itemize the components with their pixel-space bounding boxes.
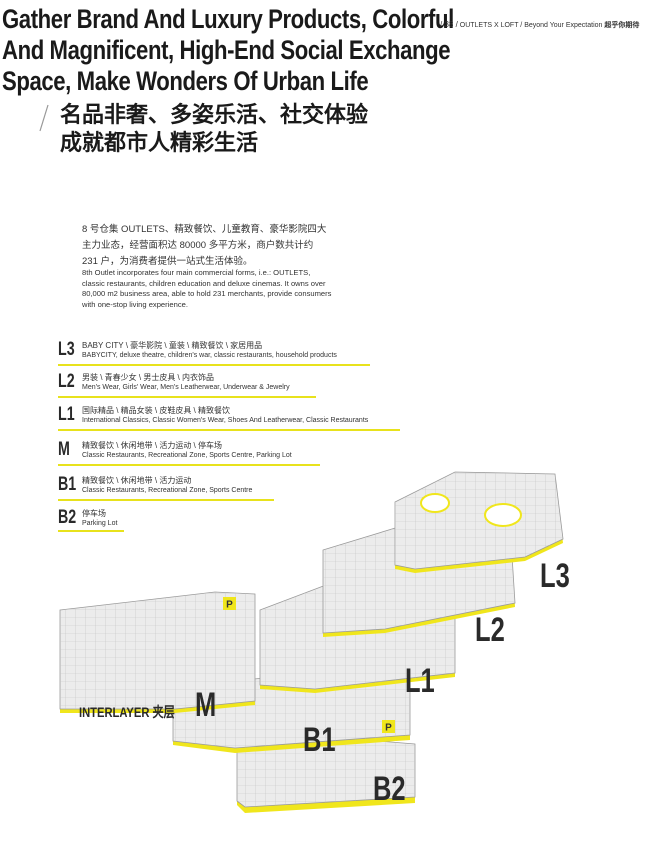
- headline-line-1: Gather Brand And Luxury Products, Colorf…: [2, 4, 454, 34]
- floor-code: L1: [58, 404, 75, 425]
- floor-row-b2: B2 停车场 Parking Lot: [58, 507, 124, 532]
- chinese-title-line-2: 成就都市人精彩生活: [60, 130, 259, 156]
- floor-l3-plan: [394, 471, 564, 573]
- floor-row-l3: L3 BABY CITY \ 豪华影院 \ 童装 \ 精致餐饮 \ 家居用品 B…: [58, 339, 370, 366]
- page-number: / 38 /: [440, 20, 458, 29]
- intro-chinese: 8 号仓集 OUTLETS、精致餐饮、儿童教育、豪华影院四大主力业态，经营面积达…: [82, 224, 327, 267]
- map-label-b1: B1: [303, 722, 336, 759]
- map-label-l1: L1: [405, 663, 435, 700]
- floor-code: B2: [58, 507, 77, 528]
- floor-desc: 精致餐饮 \ 休闲地带 \ 活力运动 \ 停车场 Classic Restaur…: [82, 440, 292, 461]
- floor-underline: [58, 464, 320, 466]
- floor-m-plan: [59, 591, 256, 713]
- headline-line-2: And Magnificent, High-End Social Exchang…: [2, 35, 451, 65]
- running-title: OUTLETS X LOFT / Beyond Your Expectation: [459, 22, 603, 29]
- floor-underline: [58, 396, 316, 398]
- floor-desc: 国际精品 \ 精品女装 \ 皮鞋皮具 \ 精致餐饮 International …: [82, 405, 368, 426]
- floor-en: BABYCITY, deluxe theatre, children's war…: [82, 352, 337, 359]
- floor-code: L3: [58, 339, 75, 360]
- floor-cn: 男装 \ 青春少女 \ 男士皮具 \ 内衣饰品: [82, 373, 215, 382]
- floor-desc: 停车场 Parking Lot: [82, 508, 117, 529]
- floor-row-m: M 精致餐饮 \ 休闲地带 \ 活力运动 \ 停车场 Classic Resta…: [58, 439, 320, 466]
- svg-text:P: P: [226, 600, 233, 611]
- floor-en: Classic Restaurants, Recreational Zone, …: [82, 452, 292, 459]
- floor-underline: [58, 364, 370, 366]
- svg-text:P: P: [385, 723, 392, 734]
- floor-code: B1: [58, 474, 77, 495]
- floor-code: M: [58, 439, 70, 460]
- running-title-cn: 超乎你期待: [604, 22, 640, 29]
- floor-row-l2: L2 男装 \ 青春少女 \ 男士皮具 \ 内衣饰品 Men's Wear, G…: [58, 371, 316, 398]
- map-label-m: M: [195, 687, 216, 724]
- map-label-l3: L3: [540, 558, 570, 595]
- floor-en: Parking Lot: [82, 520, 118, 527]
- floor-underline: [58, 530, 124, 532]
- floor-cn: 精致餐饮 \ 休闲地带 \ 活力运动: [82, 476, 192, 485]
- floor-stack-map: P P L3 L2 L1 M INTERLAYER 夹层 B1 B2: [59, 471, 570, 813]
- map-label-b2: B2: [373, 771, 406, 808]
- parking-icon: P: [382, 720, 395, 734]
- map-label-l2: L2: [475, 612, 505, 649]
- floor-en: Men's Wear, Girls' Wear, Men's Leatherwe…: [82, 384, 290, 391]
- floor-desc: 男装 \ 青春少女 \ 男士皮具 \ 内衣饰品 Men's Wear, Girl…: [82, 372, 290, 393]
- headline: Gather Brand And Luxury Products, Colorf…: [2, 4, 454, 97]
- floor-en: International Classics, Classic Women's …: [82, 417, 369, 424]
- floor-en: Classic Restaurants, Recreational Zone, …: [82, 487, 253, 494]
- floor-row-l1: L1 国际精品 \ 精品女装 \ 皮鞋皮具 \ 精致餐饮 Internation…: [58, 404, 400, 431]
- chinese-title-line-1: 名品非奢、多姿乐活、社交体验: [60, 102, 369, 128]
- floor-b2-plan: [236, 739, 416, 813]
- floor-row-b1: B1 精致餐饮 \ 休闲地带 \ 活力运动 Classic Restaurant…: [58, 474, 274, 501]
- floor-underline: [58, 429, 400, 431]
- map-label-interlayer: INTERLAYER 夹层: [79, 704, 175, 721]
- floor-underline: [58, 499, 274, 501]
- parking-icon: P: [223, 597, 236, 611]
- intro-english: 8th Outlet incorporates four main commer…: [82, 268, 332, 309]
- floor-cn: 停车场: [82, 509, 106, 518]
- floor-cn: 精致餐饮 \ 休闲地带 \ 活力运动 \ 停车场: [82, 441, 223, 450]
- slash-ornament: [39, 104, 49, 132]
- floor-code: L2: [58, 371, 75, 392]
- headline-line-3: Space, Make Wonders Of Urban Life: [2, 66, 369, 96]
- floor-desc: BABY CITY \ 豪华影院 \ 童装 \ 精致餐饮 \ 家居用品 BABY…: [82, 340, 337, 361]
- floor-cn: BABY CITY \ 豪华影院 \ 童装 \ 精致餐饮 \ 家居用品: [82, 341, 263, 350]
- running-header: / 38 / OUTLETS X LOFT / Beyond Your Expe…: [440, 20, 639, 30]
- floor-cn: 国际精品 \ 精品女装 \ 皮鞋皮具 \ 精致餐饮: [82, 406, 231, 415]
- chinese-title: 名品非奢、多姿乐活、社交体验 成就都市人精彩生活: [60, 101, 368, 157]
- floor-desc: 精致餐饮 \ 休闲地带 \ 活力运动 Classic Restaurants, …: [82, 475, 252, 496]
